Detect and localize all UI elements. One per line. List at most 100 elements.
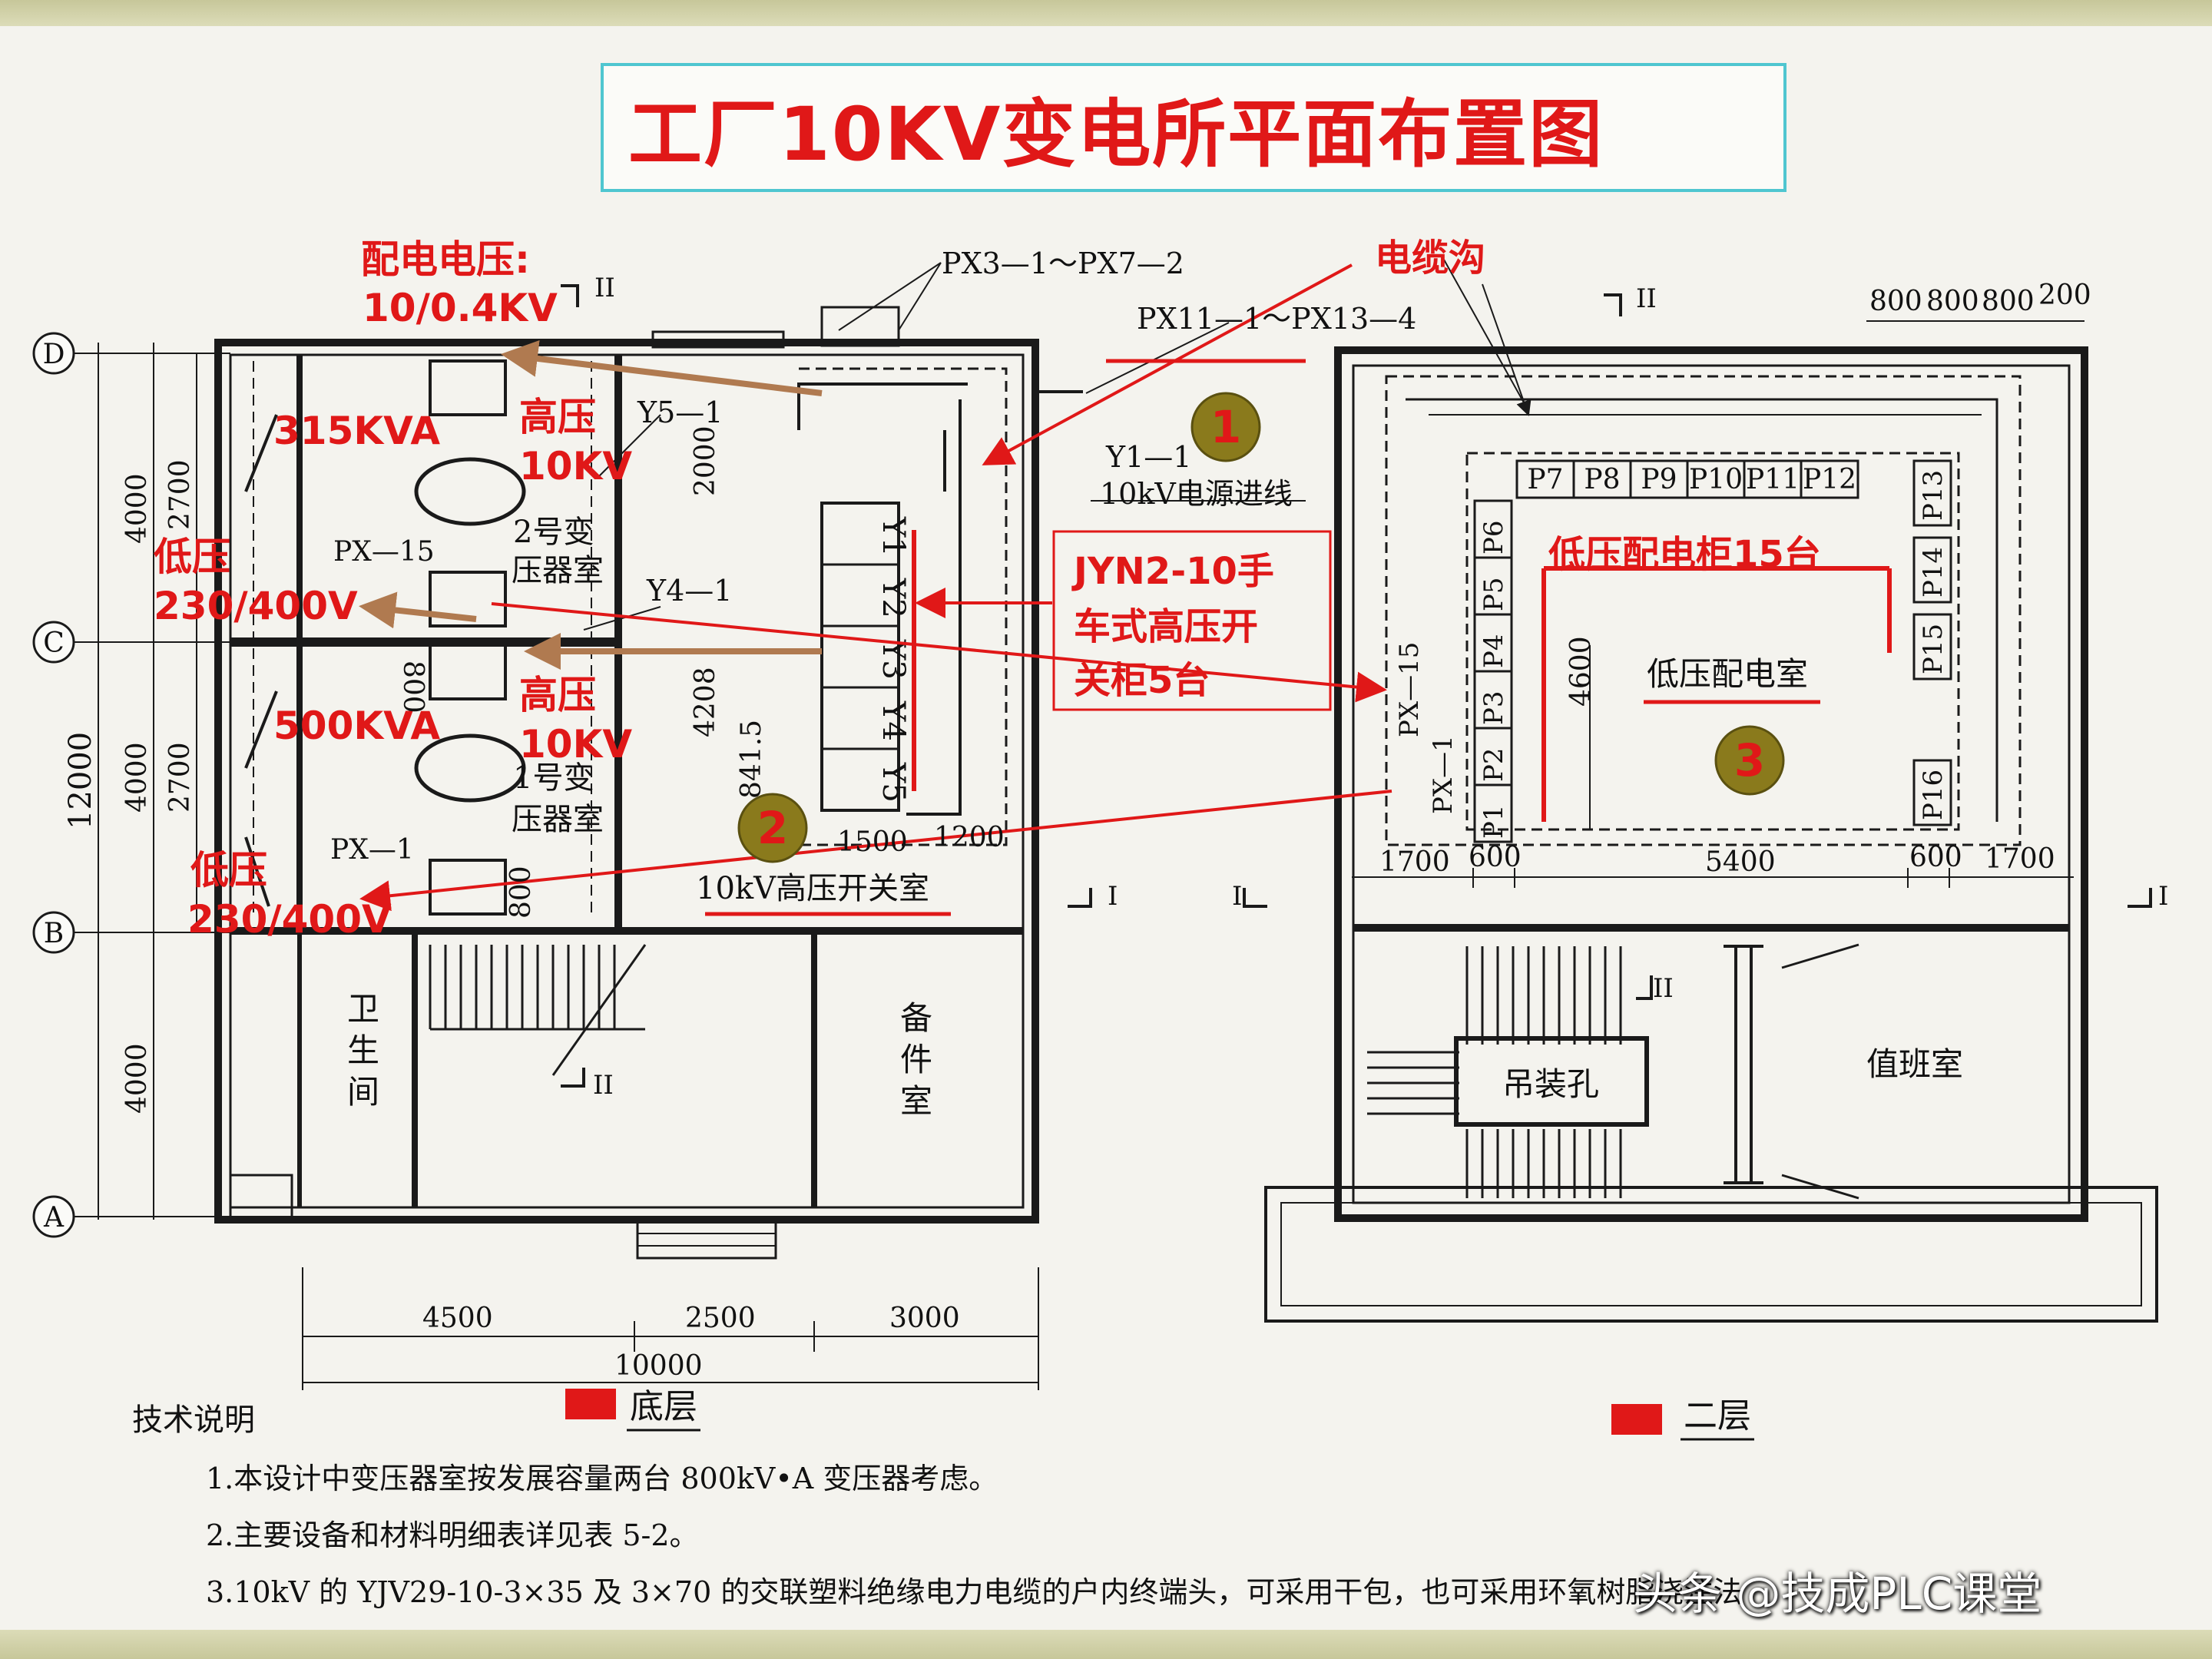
- gf-outer-wall: [214, 339, 1039, 1224]
- lv-cabinet-p16: P16: [1912, 759, 1952, 826]
- second-floor-label: 二层: [1684, 1396, 1751, 1435]
- lv-cabinet-label: 低压配电柜15台: [1548, 533, 1821, 576]
- lv-cabinet-p2: P2: [1473, 727, 1513, 786]
- section-ii-label-1: II: [594, 273, 615, 303]
- section-ii-label-3: II: [593, 1070, 614, 1101]
- axis-grid: [68, 343, 1039, 1390]
- ground-floor-label: 底层: [630, 1387, 697, 1426]
- sf-cable-trench: [1385, 375, 2022, 846]
- lv-cabinet-p7: P7: [1515, 459, 1575, 499]
- room-t1-line2: 压器室: [512, 802, 604, 837]
- lv-cabinet-p13: P13: [1912, 459, 1952, 527]
- second-floor-plan: [1264, 320, 2158, 1323]
- lv-cabinet-label: P3: [1479, 690, 1509, 725]
- ground-floor-swatch: [565, 1389, 616, 1419]
- lv-cabinet-p15: P15: [1912, 613, 1952, 680]
- lv-lower-2: 230/400V: [187, 897, 392, 942]
- hv-upper-2: 10KV: [519, 444, 632, 488]
- hv-cabinet-label: Y1: [876, 516, 911, 557]
- dist-voltage-value: 10/0.4KV: [363, 286, 558, 330]
- section-marks: [561, 284, 2152, 1088]
- feed-arrows: [359, 340, 823, 670]
- dim-top-800-3: 800: [1982, 286, 2035, 317]
- lv-cabinet-label: P4: [1479, 634, 1509, 668]
- lv-cabinet-p9: P9: [1629, 459, 1689, 499]
- transformer-1-lv-bushing: [429, 859, 507, 916]
- px11-px13-label: PX11—1～PX13—4: [1137, 302, 1416, 336]
- marker-2: 2: [737, 793, 808, 863]
- lv-cabinet-label: P6: [1479, 520, 1509, 555]
- lv-cabinet-p5: P5: [1473, 556, 1513, 616]
- axis-label: D: [43, 339, 65, 370]
- gf-staircase: [429, 944, 647, 1076]
- dim-4600: 4600: [1565, 636, 1597, 707]
- room-t2-line1: 2号变: [513, 515, 594, 550]
- toilet-1: 卫: [347, 990, 379, 1028]
- technical-notes: 技术说明 1.本设计中变压器室按发展容量两台 800kV•A 变压器考虑。 2.…: [132, 1395, 1742, 1621]
- dist-voltage-label: 配电电压:: [361, 237, 530, 282]
- notes-heading: 技术说明: [132, 1402, 255, 1438]
- px15-label: PX—15: [333, 536, 435, 568]
- lv-cabinet-p11: P11: [1743, 459, 1803, 499]
- dim-841: 841.5: [736, 720, 767, 799]
- lv-cabinet-label: P8: [1584, 464, 1620, 495]
- dim-5400: 5400: [1705, 846, 1776, 878]
- section-i-label-1: I: [1108, 881, 1118, 912]
- dim-2000: 2000: [690, 426, 721, 496]
- gf-entrance-steps: [636, 1218, 777, 1260]
- dim-1700-b: 1700: [1985, 843, 2055, 875]
- note-3: 3.10kV 的 YJV29-10-3×35 及 3×70 的交联塑料绝缘电力电…: [206, 1575, 1743, 1609]
- spare-1: 备: [900, 999, 932, 1037]
- section-i-label-3: I: [2158, 881, 2168, 912]
- dim-4000-a: 4000: [121, 473, 153, 544]
- dim-800-a: 800: [397, 661, 429, 714]
- y5-1-label: Y5—1: [637, 396, 723, 429]
- lv-cabinet-p4: P4: [1473, 613, 1513, 673]
- hoist-hole-label: 吊装孔: [1502, 1065, 1599, 1103]
- gf-cable-trench: [253, 361, 592, 914]
- dim-600-b: 600: [1909, 842, 1962, 873]
- dim-4000-b: 4000: [121, 742, 153, 813]
- sf-terrace: [1264, 1186, 2158, 1323]
- axis-bubble-d: D: [32, 332, 75, 375]
- sf-outer-wall: [1334, 346, 2088, 1222]
- dimension-labels: 12000 4000 4000 4000 2700 2700 2000 4208…: [63, 280, 2091, 1382]
- top-band: [0, 0, 2212, 26]
- callout-arrows: [359, 263, 1892, 916]
- room-t1-line1: 1号变: [513, 760, 594, 796]
- axis-label: B: [44, 918, 64, 949]
- spare-2: 件: [900, 1041, 932, 1078]
- lv-cabinet-label: P13: [1918, 470, 1949, 521]
- transformer-1-body: [414, 733, 526, 803]
- second-floor-swatch: [1611, 1404, 1662, 1435]
- jyn-line-2: 车式高压开: [1074, 605, 1258, 648]
- axis-label: A: [43, 1202, 65, 1233]
- duty-room-label: 值班室: [1866, 1045, 1963, 1083]
- jyn-line-1: JYN2-10手: [1071, 550, 1274, 593]
- hv-cabinet-y3: Y3: [820, 624, 911, 689]
- y4-1-label: Y4—1: [646, 574, 732, 608]
- gf-inner-wall-line: [229, 353, 1025, 1209]
- note-2: 2.主要设备和材料明细表详见表 5-2。: [206, 1518, 699, 1552]
- spare-3: 室: [900, 1082, 932, 1120]
- hv-cabinet-y2: Y2: [820, 563, 911, 628]
- lv-upper-2: 230/400V: [154, 584, 358, 628]
- transformer-2-lv-bushing: [429, 571, 507, 628]
- lv-upper-1: 低压: [154, 535, 230, 579]
- bottom-band: [0, 1630, 2212, 1659]
- hoist-hole: [1454, 1036, 1649, 1127]
- axis-bubble-a: A: [32, 1195, 75, 1238]
- title-box: 工厂10KV变电所平面布置图: [601, 63, 1786, 192]
- dim-600-a: 600: [1469, 842, 1522, 873]
- marker-1: 1: [1190, 392, 1261, 462]
- dim-top-200: 200: [2038, 280, 2091, 311]
- hv-cabinet-label: Y4: [876, 700, 911, 741]
- marker-3: 3: [1714, 725, 1785, 796]
- lv-cabinet-label: P9: [1641, 464, 1677, 495]
- lv-cabinet-p8: P8: [1572, 459, 1632, 499]
- transformer-315-label: 315KVA: [273, 409, 440, 453]
